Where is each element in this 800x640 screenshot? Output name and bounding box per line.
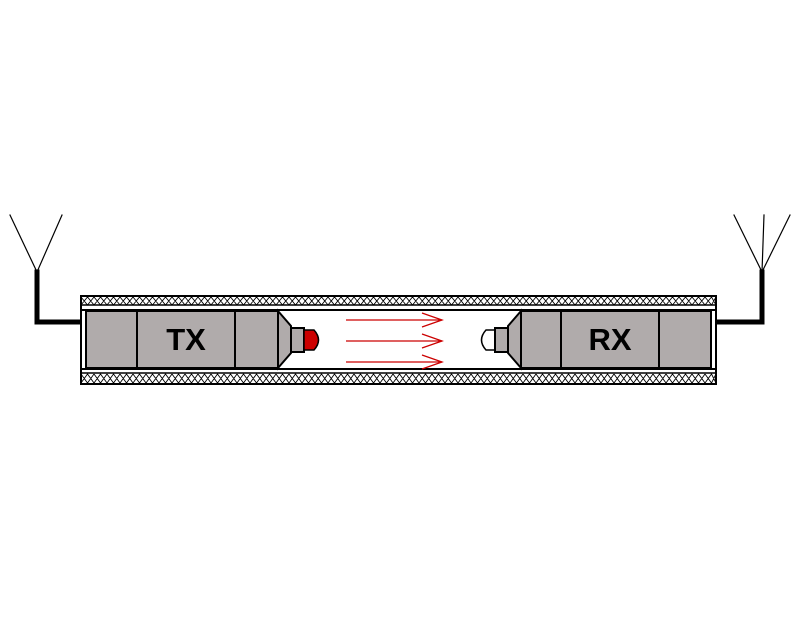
receiver-body	[560, 310, 660, 369]
receiver-front-section	[520, 310, 562, 369]
tube-bottom-strip	[80, 372, 717, 384]
bottom-hatch-pattern	[80, 373, 717, 384]
transmitter-unit	[85, 308, 320, 371]
tube-top-strip	[80, 296, 717, 306]
transmitter-front-section	[234, 310, 279, 369]
right-lead-3	[761, 214, 791, 273]
light-beam	[346, 312, 444, 370]
transmitter-lens-mount	[290, 327, 305, 353]
receiver-lens-mount	[494, 327, 509, 353]
receiver-end-cap	[658, 310, 712, 369]
transmitter-label: TX	[166, 322, 206, 357]
transmitter-end-cap	[85, 310, 138, 369]
right-lead-2	[761, 214, 765, 273]
left-cable-line	[34, 269, 87, 325]
transmitter-body	[136, 310, 236, 369]
left-cable	[9, 214, 87, 325]
beam-arrow-3	[346, 354, 444, 370]
right-cable-line	[711, 269, 765, 325]
right-cable	[711, 214, 791, 325]
beam-arrow-2	[346, 333, 444, 349]
top-hatch-pattern	[80, 296, 717, 306]
right-lead-1	[733, 214, 763, 273]
receiver-unit	[480, 308, 712, 371]
transmitter-led	[303, 329, 320, 351]
beam-arrow-1	[346, 312, 444, 328]
receiver-sensor-lens	[480, 329, 496, 351]
left-lead-1	[9, 214, 38, 273]
left-lead-2	[36, 214, 63, 273]
receiver-label: RX	[588, 322, 631, 357]
